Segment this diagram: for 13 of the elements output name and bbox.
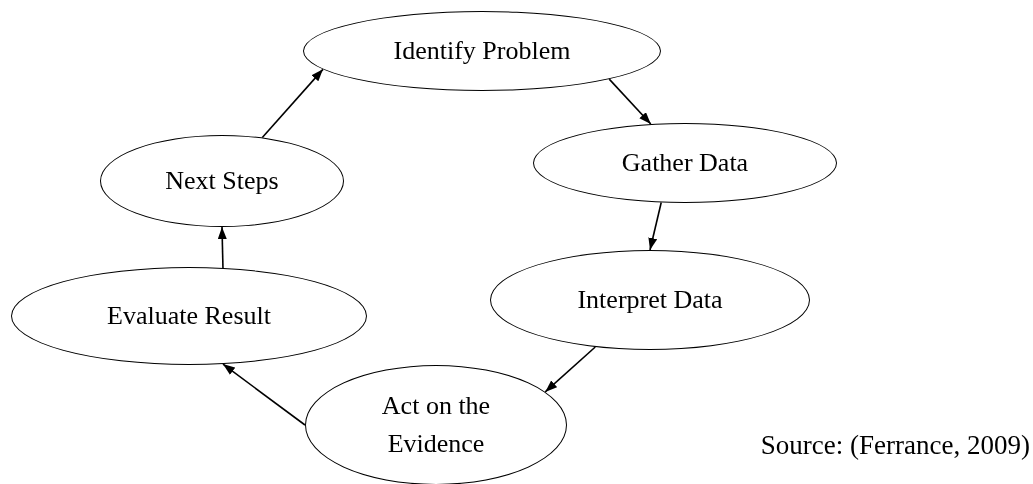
node-label: Interpret Data bbox=[577, 284, 723, 317]
arrow bbox=[261, 68, 324, 139]
node-label: Gather Data bbox=[621, 147, 749, 180]
node-label: Evaluate Result bbox=[107, 300, 271, 333]
arrow bbox=[608, 78, 652, 125]
node-label: Act on the Evidence bbox=[380, 390, 492, 460]
arrow bbox=[222, 363, 306, 426]
node-label: Next Steps bbox=[165, 165, 279, 198]
arrow bbox=[217, 226, 227, 269]
arrow bbox=[544, 346, 597, 393]
arrow bbox=[648, 201, 662, 251]
source-note: Source: (Ferrance, 2009) bbox=[760, 430, 1030, 461]
node-label: Identify Problem bbox=[393, 35, 571, 68]
